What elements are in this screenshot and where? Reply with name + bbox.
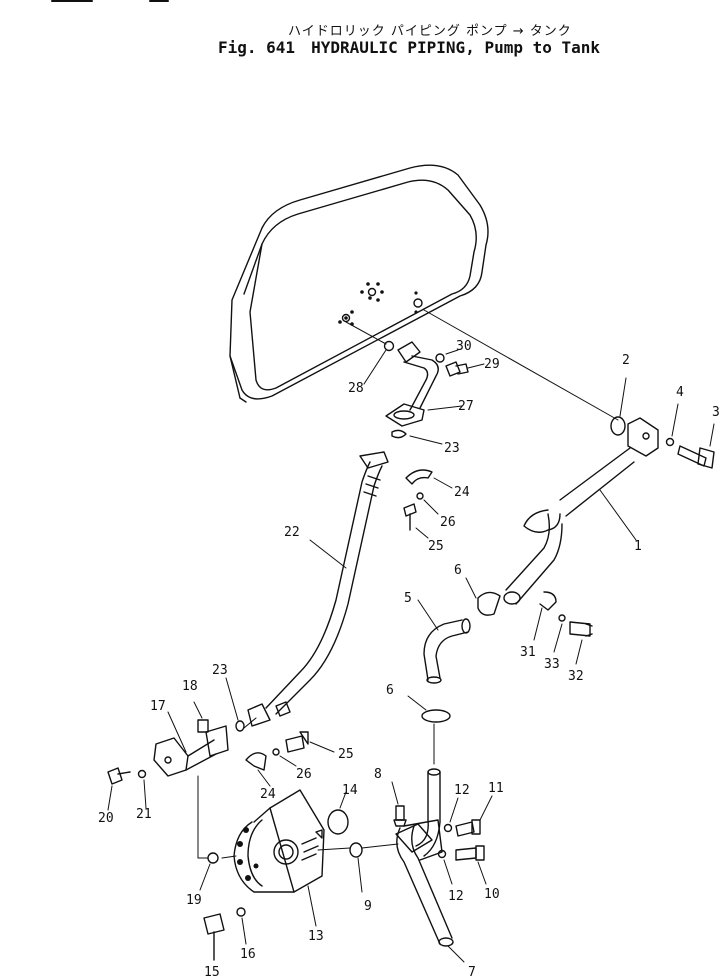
callout-32: 32 (568, 669, 584, 684)
o-ring-2 (610, 416, 626, 436)
washer-12-lower (437, 849, 447, 859)
callout-11: 11 (488, 781, 504, 796)
washer-12-upper (443, 823, 453, 833)
o-ring-23-lower (235, 720, 245, 732)
hydraulic-tank (229, 164, 489, 403)
callout-24-upper: 24 (454, 485, 470, 500)
callout-6-upper: 6 (454, 563, 462, 578)
callout-7: 7 (468, 965, 476, 979)
callout-12-lower: 12 (448, 889, 464, 904)
washer-30 (435, 353, 445, 363)
figure-caption: Fig. 641 HYDRAULIC PIPING, Pump to Tank (218, 38, 616, 57)
callout-16: 16 (240, 947, 256, 962)
callout-29: 29 (484, 357, 500, 372)
o-ring-23-upper (391, 429, 407, 439)
bolt-29 (445, 361, 469, 377)
callout-30: 30 (456, 339, 472, 354)
bolt-25-lower (285, 731, 309, 753)
callout-5: 5 (404, 591, 412, 606)
bolt-3 (677, 445, 715, 469)
callout-21: 21 (136, 807, 152, 822)
callout-labels: 1 2 3 4 5 6 6 7 8 9 10 11 12 12 13 14 15… (98, 339, 720, 979)
callout-22: 22 (284, 525, 300, 540)
callout-9: 9 (364, 899, 372, 914)
washer-26-lower (272, 748, 280, 756)
hose-22 (247, 451, 389, 727)
o-ring-9 (349, 842, 363, 858)
callout-26-lower: 26 (296, 767, 312, 782)
bolt-20 (107, 767, 131, 785)
callout-10: 10 (484, 887, 500, 902)
bolt-15 (203, 913, 225, 961)
callout-1: 1 (634, 539, 642, 554)
callout-12-upper: 12 (454, 783, 470, 798)
callout-17: 17 (150, 699, 166, 714)
callout-23-upper: 23 (444, 441, 460, 456)
tank-port-bolt-pattern (338, 282, 418, 326)
hose-5 (423, 618, 471, 684)
callout-26-upper: 26 (440, 515, 456, 530)
figure-number: Fig. 641 (218, 38, 296, 57)
callout-33: 33 (544, 657, 560, 672)
callout-24-lower: 24 (260, 787, 276, 802)
callout-18: 18 (182, 679, 198, 694)
callout-31: 31 (520, 645, 536, 660)
callout-8: 8 (374, 767, 382, 782)
washer-21 (137, 769, 147, 779)
plug-8 (393, 805, 407, 827)
hydraulic-pump-13 (233, 789, 325, 893)
callout-13: 13 (308, 929, 324, 944)
figure-title: HYDRAULIC PIPING, Pump to Tank (311, 38, 601, 57)
bolt-11 (455, 819, 481, 837)
callout-14: 14 (342, 783, 358, 798)
o-ring-14 (327, 809, 349, 835)
washer-33 (558, 614, 566, 622)
callout-28: 28 (348, 381, 364, 396)
japanese-title: ハイドロリック パイピング ポンプ → タンク (288, 24, 572, 39)
washer-16 (236, 907, 246, 917)
clamp-24-upper (405, 469, 433, 485)
callout-25-upper: 25 (428, 539, 444, 554)
callout-20: 20 (98, 811, 114, 826)
callout-27: 27 (458, 399, 474, 414)
suction-elbow-27 (385, 341, 439, 427)
bolt-32 (569, 621, 593, 637)
callout-3: 3 (712, 405, 720, 420)
washer-4 (665, 437, 675, 447)
hose-clamp-6-lower (421, 709, 451, 723)
hose-clamp-6-upper (477, 591, 501, 616)
o-ring-19 (207, 852, 219, 864)
callout-25-lower: 25 (338, 747, 354, 762)
bolt-10 (455, 845, 485, 861)
callout-4: 4 (676, 385, 684, 400)
callout-2: 2 (622, 353, 630, 368)
return-pipe-1 (503, 417, 659, 605)
callout-19: 19 (186, 893, 202, 908)
washer-26-upper (416, 492, 424, 500)
clip-31 (539, 591, 557, 611)
clamp-24-lower (245, 752, 267, 771)
callout-6-lower: 6 (386, 683, 394, 698)
tube-7 (395, 768, 454, 947)
bolt-25-upper (403, 503, 417, 531)
plug-18 (197, 719, 209, 733)
flange-17 (153, 725, 229, 777)
o-ring-28 (383, 340, 395, 352)
callout-23-lower: 23 (212, 663, 228, 678)
callout-15: 15 (204, 965, 220, 979)
figure-header: ハイドロリック パイピング ポンプ → タンク Fig. 641 HYDRAULI… (0, 0, 722, 70)
